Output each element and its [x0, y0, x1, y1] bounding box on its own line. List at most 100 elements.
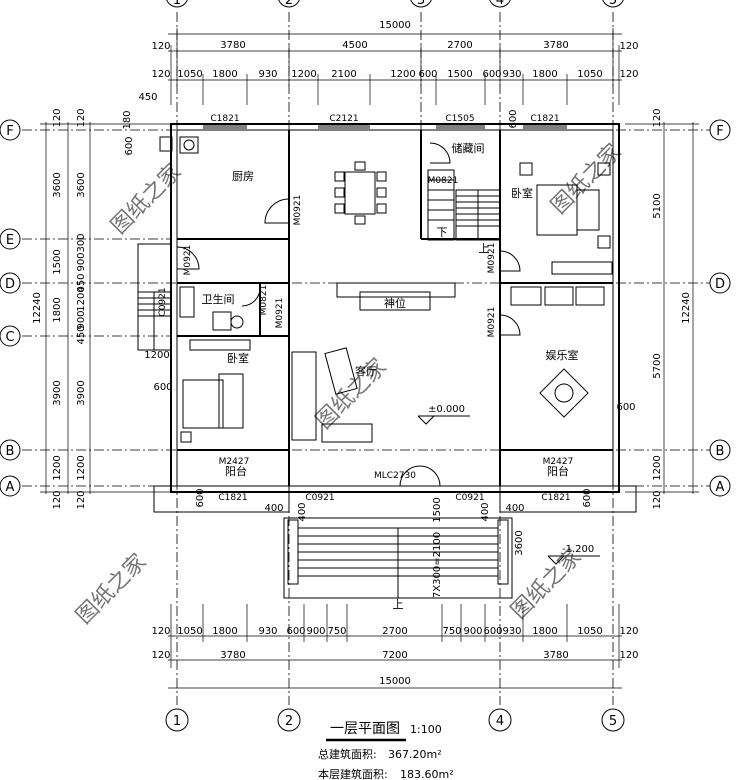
axis-right-B: B: [716, 444, 725, 459]
dim-top-r2-8: 1500: [447, 69, 472, 80]
dim-left-i-5: 1200: [76, 286, 87, 311]
axis-left-C: C: [5, 330, 14, 345]
drawing-scale: 1:100: [410, 723, 442, 736]
axis-left-B: B: [6, 444, 15, 459]
dim-bot-r2-2: 7200: [382, 650, 407, 661]
code-m2427-e: M2427: [543, 457, 574, 467]
axis-bot-1: 1: [173, 714, 181, 729]
level-floor: ±0.000: [428, 404, 465, 415]
dim-bot-r1-3: 930: [258, 626, 277, 637]
dim-left-i-4: 450: [76, 273, 87, 292]
code-m0921-stair: M0921: [487, 243, 497, 274]
dim-bot-r1-1: 1050: [177, 626, 202, 637]
dim-bot-r1-12: 1800: [532, 626, 557, 637]
dim-top-r2-0: 120: [151, 69, 170, 80]
dim-left-o-1: 3600: [52, 172, 63, 197]
dim-400-a: 400: [264, 503, 283, 514]
windows-top: [203, 125, 567, 129]
dim-top-r2-5: 2100: [331, 69, 356, 80]
code-c0921-w: C0921: [158, 287, 168, 316]
dim-bot-r1-7: 2700: [382, 626, 407, 637]
dim-600-tl: 600: [124, 136, 135, 155]
dim-left-i-8: 3900: [76, 380, 87, 405]
dim-right-3: 1200: [652, 455, 663, 480]
stair-down: 下: [437, 226, 448, 239]
dim-600-sr: 600: [508, 109, 519, 128]
axis-top-2: 2: [285, 0, 293, 8]
dim-bot-r1-8: 750: [442, 626, 461, 637]
dim-bot-r2-0: 120: [151, 650, 170, 661]
dim-bot-r1-4: 600: [286, 626, 305, 637]
axis-left-D: D: [5, 277, 15, 292]
dim-180: 180: [122, 110, 133, 129]
code-m0921-ent: M0921: [487, 307, 497, 338]
dim-left-i-9: 1200: [76, 455, 87, 480]
total-area-value: 367.20m²: [388, 748, 442, 761]
floor-area-label: 本层建筑面积:: [318, 767, 388, 780]
dim-left-o-5: 1200: [52, 455, 63, 480]
dim-450: 450: [138, 92, 157, 103]
room-balcony-e: 阳台: [547, 464, 569, 478]
furniture: [159, 136, 613, 443]
dim-left-o-4: 3900: [52, 380, 63, 405]
watermark-1: 图纸之家: [107, 159, 187, 239]
axis-left-A: A: [6, 480, 15, 495]
dim-600-bed: 600: [153, 382, 172, 393]
dim-top-r1-0: 120: [151, 41, 170, 52]
watermark-2: 图纸之家: [547, 139, 627, 219]
room-bedroom-w: 卧室: [227, 351, 249, 365]
axis-left-F: F: [6, 124, 13, 139]
code-m0821-storage: M0821: [428, 176, 459, 186]
entrance-steps: [153, 485, 637, 599]
dim-top-r2-11: 1800: [532, 69, 557, 80]
right-dimension-lines: [625, 122, 699, 494]
floor-area-value: 183.60m²: [400, 768, 454, 780]
dim-top-r1-5: 120: [619, 41, 638, 52]
west-stair: [137, 243, 172, 351]
dim-600-br: 600: [582, 488, 593, 507]
axis-top-1: 1: [173, 0, 181, 8]
dim-bot-r1-5: 900: [306, 626, 325, 637]
axis-top-4: 4: [496, 0, 504, 8]
code-m0921-bath: M0921: [275, 298, 285, 329]
dim-bot-r1-6: 750: [327, 626, 346, 637]
left-axis-bubbles: [0, 119, 21, 497]
dim-bot-r1-9: 900: [463, 626, 482, 637]
dim-top-r1-4: 3780: [543, 40, 568, 51]
axis-right-A: A: [716, 480, 725, 495]
stair-up: 上: [479, 242, 490, 255]
room-balcony-w: 阳台: [225, 464, 247, 478]
dim-2100: 7X300=2100: [432, 532, 443, 598]
level-ground: -1.200: [562, 544, 594, 555]
dim-bot-r1-14: 120: [619, 626, 638, 637]
axis-bot-2: 2: [285, 714, 293, 729]
dim-bot-r2-3: 3780: [543, 650, 568, 661]
dim-bot-r1-11: 930: [502, 626, 521, 637]
dim-top-r1-3: 2700: [447, 40, 472, 51]
dim-1500: 1500: [432, 497, 443, 522]
code-m2427-w: M2427: [219, 457, 250, 467]
left-dimension-lines: [40, 122, 170, 494]
dim-bot-r2-4: 120: [619, 650, 638, 661]
dim-top-r2-12: 1050: [577, 69, 602, 80]
right-axis-bubbles: [709, 119, 731, 497]
dim-left-i-6: 900: [76, 310, 87, 329]
dim-left-i-1: 3600: [76, 172, 87, 197]
axis-left-E: E: [6, 233, 14, 248]
total-area-label: 总建筑面积:: [318, 747, 377, 761]
dim-top-r2-7: 600: [418, 69, 437, 80]
dim-left-o-2: 1500: [52, 249, 63, 274]
doors: [176, 142, 521, 487]
axis-right-F: F: [716, 124, 723, 139]
dim-right-2: 5700: [652, 353, 663, 378]
dim-right-0: 120: [652, 108, 663, 127]
code-c1821-br: C1821: [541, 493, 570, 503]
code-c0921-bl: C0921: [305, 493, 334, 503]
dim-right-4: 120: [652, 490, 663, 509]
dim-bot-r2-1: 3780: [220, 650, 245, 661]
axis-bot-4: 4: [496, 714, 504, 729]
top-dimension-lines: [168, 28, 622, 105]
bottom-axis-bubbles: [165, 708, 625, 732]
code-m0921-kitchen: M0921: [293, 195, 303, 226]
